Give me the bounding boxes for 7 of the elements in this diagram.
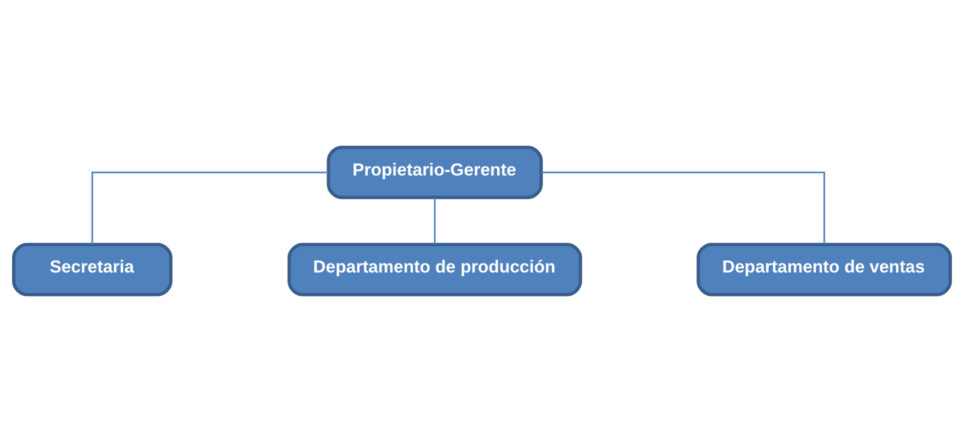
node-box: Departamento de ventas [696, 242, 952, 296]
connector [541, 172, 826, 244]
connector [434, 198, 436, 244]
node-box: Secretaria [12, 242, 172, 296]
node-box: Departamento de producción [288, 242, 582, 296]
connector [91, 172, 328, 244]
node-box: Propietario-Gerente [326, 146, 543, 200]
